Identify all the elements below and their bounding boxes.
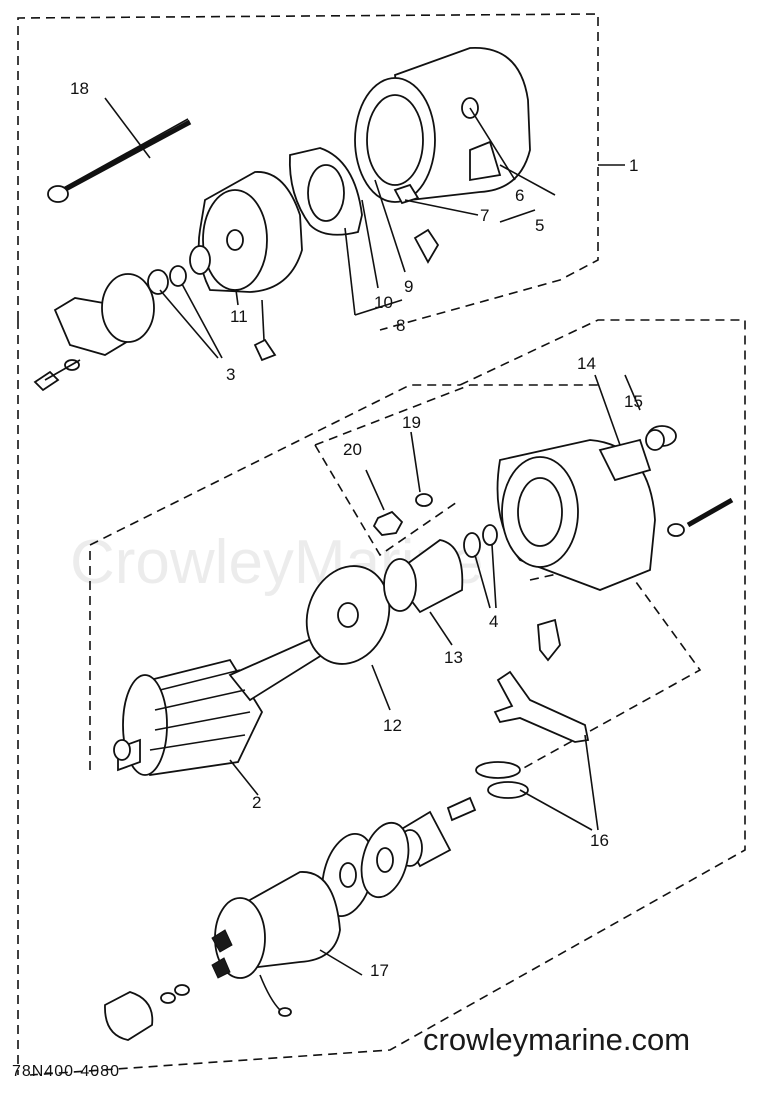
group-outline-nuts — [314, 384, 600, 446]
group-outline-upper — [17, 13, 599, 331]
callout-14: 14 — [577, 354, 596, 373]
website-url: crowleymarine.com — [423, 1022, 691, 1057]
part-14-drive-housing[interactable] — [496, 374, 656, 591]
part-4-washers[interactable] — [463, 524, 498, 609]
part-terminal-boot[interactable] — [104, 984, 190, 1041]
part-end-cap[interactable] — [33, 265, 187, 392]
callout-3: 3 — [226, 365, 235, 384]
callout-20: 20 — [343, 440, 362, 459]
group-outline-nuts-2 — [314, 444, 461, 557]
callout-7: 7 — [480, 206, 489, 225]
callout-5: 5 — [535, 216, 544, 235]
callout-4: 4 — [489, 612, 498, 631]
callout-18: 18 — [70, 79, 89, 98]
part-5-yoke-assembly[interactable] — [354, 47, 556, 223]
leader-3b — [181, 283, 223, 359]
callout-1: 1 — [629, 156, 638, 175]
leader-11 — [235, 289, 239, 306]
part-16-shift-lever[interactable] — [475, 670, 599, 831]
leader-10 — [361, 199, 379, 289]
callout-13: 13 — [444, 648, 463, 667]
callout-16: 16 — [590, 831, 609, 850]
part-11-end-frame[interactable] — [189, 171, 303, 362]
part-plunger[interactable] — [397, 796, 477, 868]
part-18-through-bolt[interactable] — [47, 97, 192, 203]
callout-9: 9 — [404, 277, 413, 296]
callout-15: 15 — [624, 392, 643, 411]
part-housing-bolt[interactable] — [667, 497, 734, 537]
part-8-brush-holder[interactable] — [288, 147, 440, 316]
part-2-armature[interactable] — [113, 633, 332, 796]
part-brush-spring[interactable] — [537, 618, 561, 662]
group-outline-brush — [519, 559, 702, 771]
callout-12: 12 — [383, 716, 402, 735]
part-19-washer[interactable] — [410, 431, 433, 507]
leader-9 — [374, 179, 406, 273]
part-20-nut[interactable] — [365, 469, 404, 536]
part-17-solenoid[interactable] — [211, 871, 363, 1017]
callout-2: 2 — [252, 793, 261, 812]
part-13-pinion-drive[interactable] — [383, 539, 464, 646]
callout-6: 6 — [515, 186, 524, 205]
callout-19: 19 — [402, 413, 421, 432]
callout-8: 8 — [396, 316, 405, 335]
group-outline-housing — [29, 319, 746, 1076]
callout-11: 11 — [230, 307, 248, 326]
callout-17: 17 — [370, 961, 389, 980]
diagram-code: 78N400-4080 — [12, 1063, 120, 1080]
group-outline-armature — [89, 384, 460, 770]
part-solenoid-plates[interactable] — [314, 818, 416, 922]
callout-10: 10 — [374, 293, 393, 312]
part-12-plate[interactable] — [293, 554, 402, 711]
part-15-bushing[interactable] — [645, 425, 677, 451]
leader-3a — [159, 289, 219, 359]
